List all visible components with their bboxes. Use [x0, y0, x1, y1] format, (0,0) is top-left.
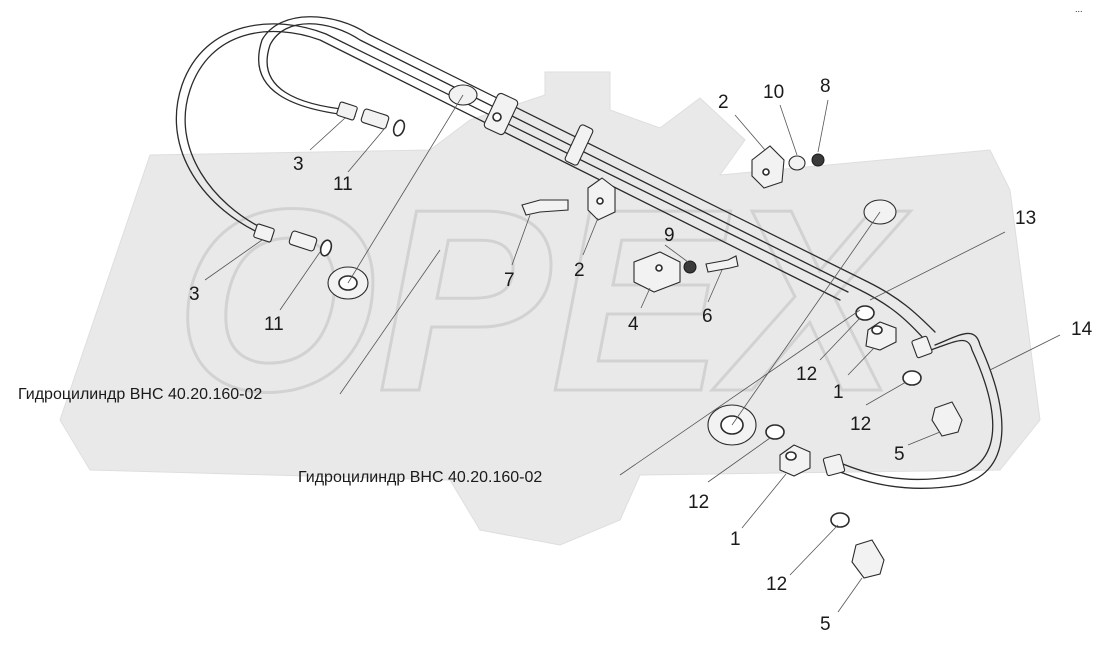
callout-4: 4: [628, 314, 639, 335]
banjo-set-lower: [765, 424, 885, 579]
clamp-block: [483, 92, 519, 136]
callout-12-b: 12: [850, 414, 871, 435]
callout-1-lower: 1: [730, 529, 741, 550]
callout-12-c: 12: [688, 492, 709, 513]
callout-1-upper: 1: [833, 382, 844, 403]
clamp-half-2-upper: [751, 145, 785, 189]
seal-12-b: [902, 370, 922, 386]
callout-5-upper: 5: [894, 444, 905, 465]
caption-cylinder-left: Гидроцилиндр ВНС 40.20.160-02: [18, 386, 262, 403]
fitting-set-upper: [336, 101, 406, 137]
cylinder-eyes: [327, 84, 897, 446]
pipe-clamp-top: [483, 92, 594, 166]
callout-11-upper: 11: [333, 174, 353, 195]
seal-12-d: [830, 512, 850, 528]
corner-mark: ...: [1075, 4, 1083, 14]
bolt-6: [705, 255, 739, 273]
callout-6: 6: [702, 306, 713, 327]
watermark: OPEX: [59, 71, 1041, 546]
banjo-bolt-5-upper: [931, 401, 963, 437]
callout-13: 13: [1015, 208, 1036, 229]
leader-lines: [204, 99, 1061, 613]
callout-3-lower: 3: [189, 284, 200, 305]
callout-10: 10: [763, 82, 784, 103]
callout-2-lower: 2: [574, 260, 585, 281]
callout-9: 9: [664, 225, 675, 246]
callout-8: 8: [820, 76, 831, 97]
nut-3-lower: [253, 223, 275, 243]
washer-9: [683, 260, 697, 274]
fitting-set-lower: [253, 223, 333, 257]
banjo-set-upper: [855, 305, 963, 437]
block-4: [633, 251, 681, 293]
callout-7: 7: [504, 270, 515, 291]
caption-cylinder-center: Гидроцилиндр ВНС 40.20.160-02: [298, 469, 542, 486]
callout-2-upper: 2: [718, 92, 729, 113]
pipe-assembly: [175, 16, 1003, 489]
ring-upper: [392, 119, 406, 137]
captions: Гидроцилиндр ВНС 40.20.160-02 Гидроцилин…: [18, 386, 542, 486]
callout-11-lower: 11: [264, 314, 284, 335]
adapter-11-lower: [288, 230, 318, 252]
seal-12-c: [765, 424, 785, 440]
clamp-assembly-lower: [521, 177, 616, 221]
callout-3-upper: 3: [293, 154, 304, 175]
nut-8: [811, 153, 825, 167]
bolt-7: [521, 199, 569, 216]
nut-3-upper: [336, 101, 358, 121]
block-assembly: [633, 251, 739, 293]
callout-14: 14: [1071, 319, 1093, 340]
seal-12-a: [855, 305, 875, 321]
callout-5-lower: 5: [820, 614, 831, 635]
ring-lower: [319, 239, 333, 257]
adapter-11-upper: [360, 108, 390, 130]
banjo-bolt-5-lower: [851, 539, 885, 579]
callout-12-d: 12: [766, 574, 787, 595]
callout-12-a: 12: [796, 364, 817, 385]
washer-10: [788, 155, 806, 171]
clamp-assembly-upper: [751, 145, 825, 189]
callout-labels: 3 11 3 11 2 10 8 7 2 9 4 6 13 14 12 1 12…: [189, 76, 1093, 635]
